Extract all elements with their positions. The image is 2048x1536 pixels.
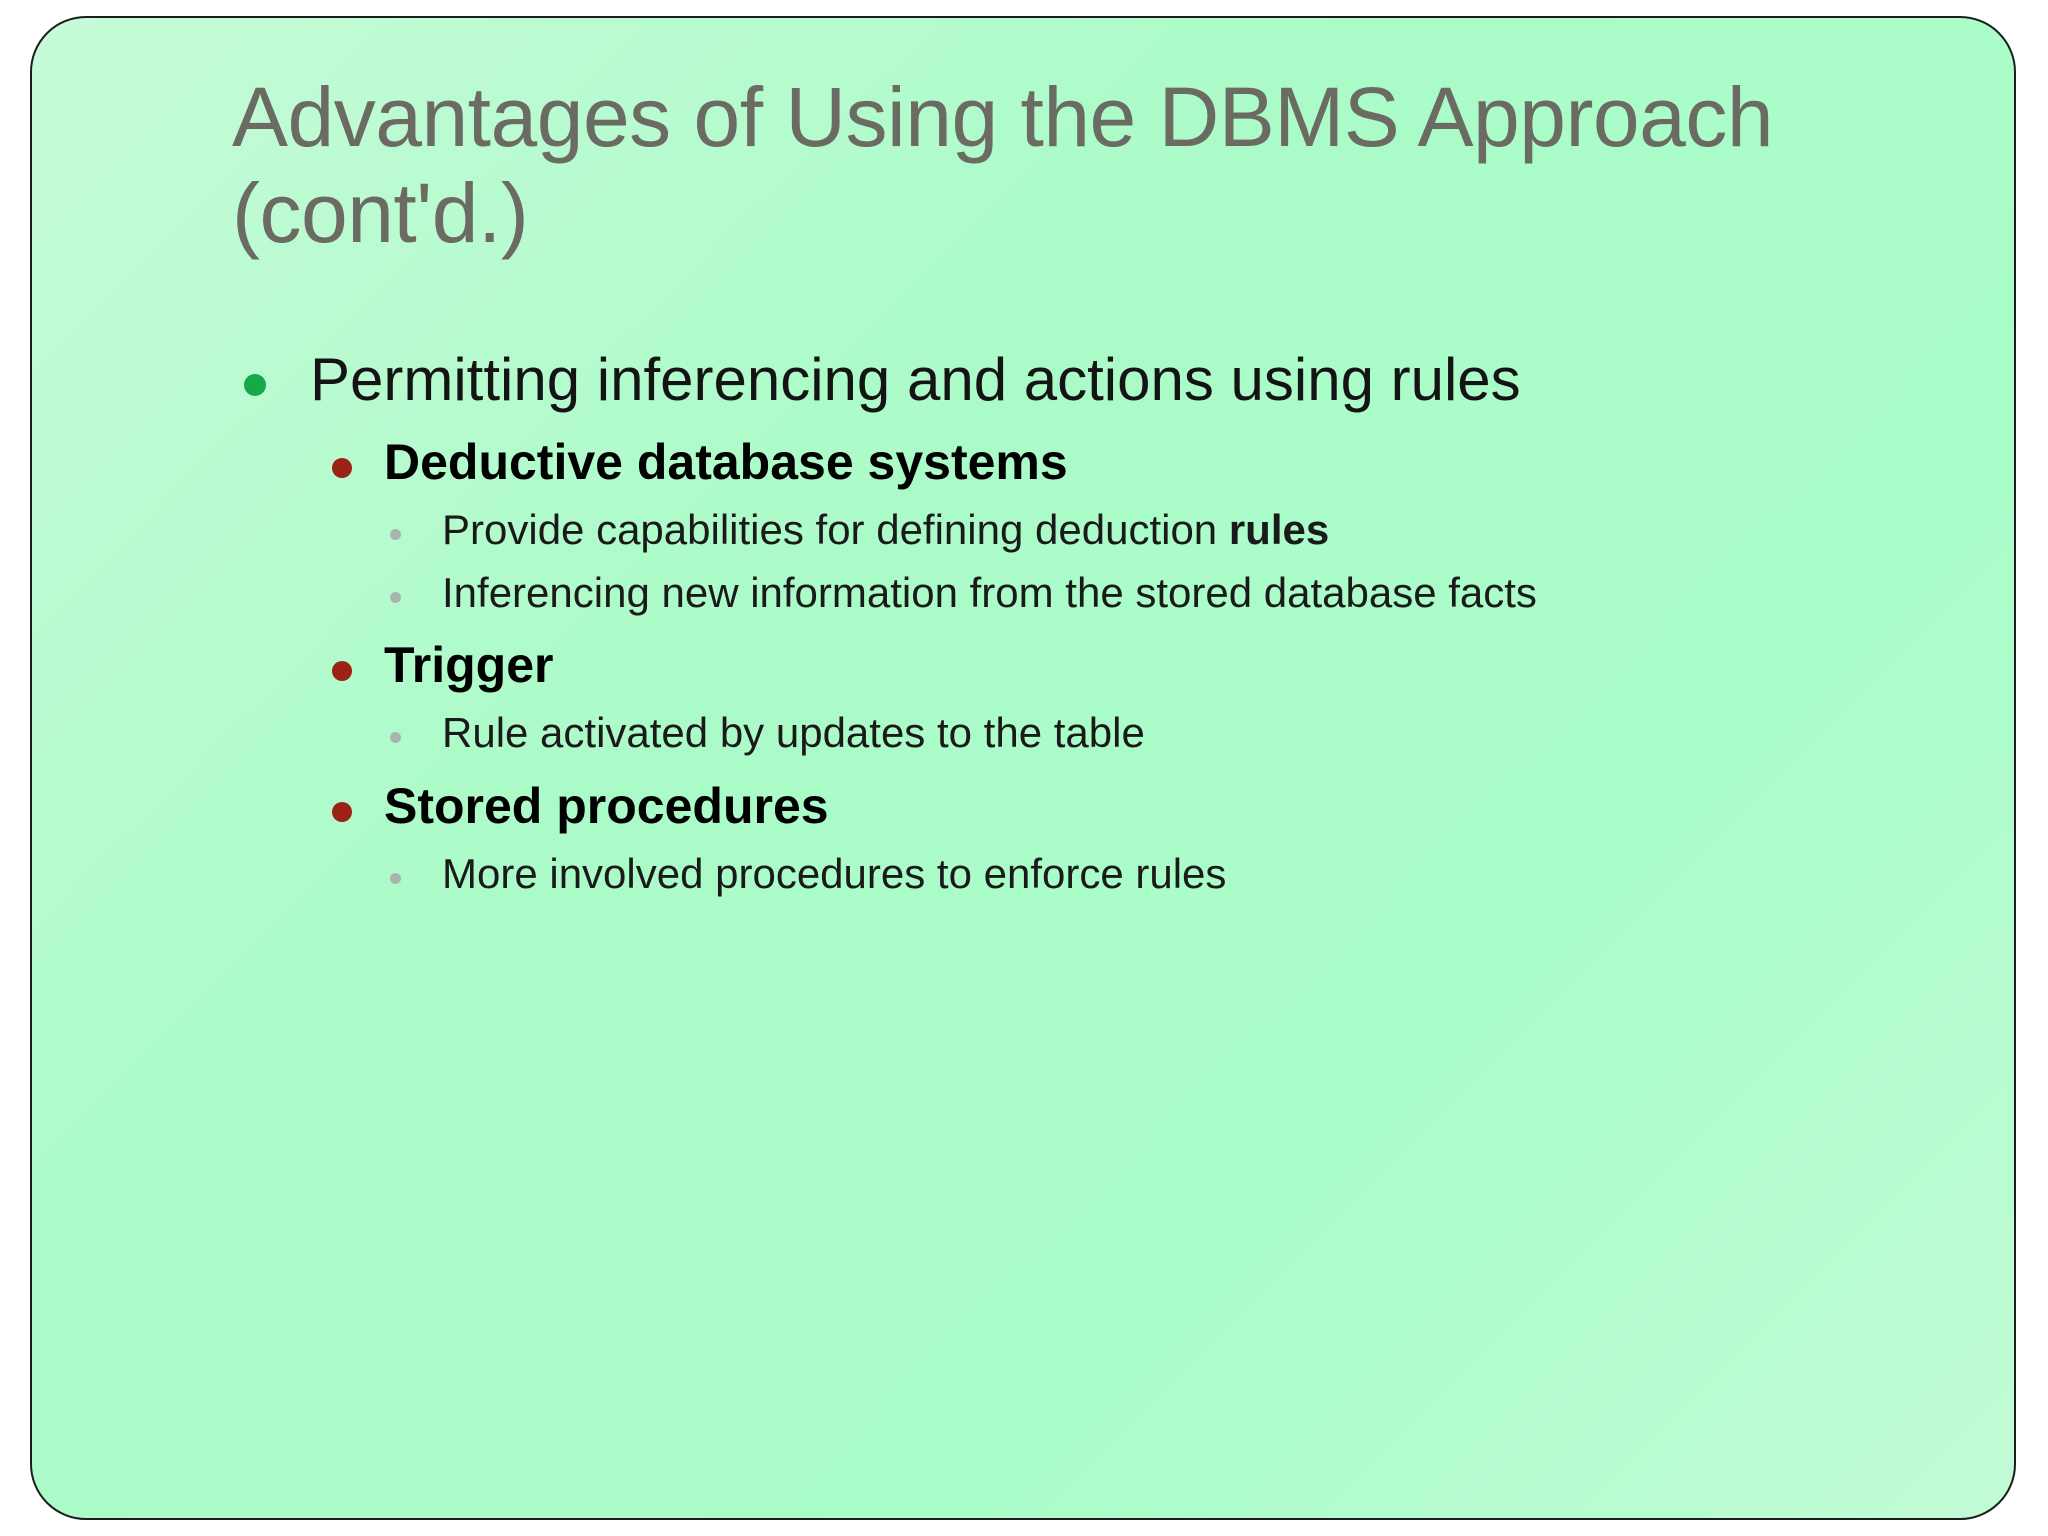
bullet-level2-label: Trigger [384, 637, 554, 694]
bullet-level2-stored-procedures: Stored procedures [232, 777, 1972, 834]
bullet-level1-permitting-inferencing: Permitting inferencing and actions using… [232, 348, 1972, 412]
bullet-dot-gray-icon [390, 732, 401, 744]
bullet-level3-label: More involved procedures to enforce rule… [442, 849, 1227, 897]
page-title: Advantages of Using the DBMS Approach (c… [232, 70, 1872, 262]
bullet-level3-label-prefix: Provide capabilities for defining deduct… [442, 505, 1229, 553]
bullet-level2-label: Deductive database systems [384, 433, 1068, 490]
bullet-level3-inferencing-new-information: Inferencing new information from the sto… [232, 570, 1972, 615]
slide-body: Permitting inferencing and actions using… [232, 348, 1972, 900]
bullet-level1-label: Permitting inferencing and actions using… [310, 346, 1521, 413]
bullet-dot-red-icon [332, 457, 352, 478]
slide-title-text: Advantages of Using the DBMS Approach (c… [232, 70, 1774, 260]
bullet-level2-label: Stored procedures [384, 777, 829, 834]
slide-frame: Advantages of Using the DBMS Approach (c… [30, 16, 2016, 1520]
bullet-level2-trigger: Trigger [232, 639, 1972, 692]
bullet-level2-deductive-database-systems: Deductive database systems [232, 433, 1972, 490]
bullet-dot-gray-icon [390, 872, 401, 884]
bullet-dot-gray-icon [390, 591, 401, 603]
bullet-dot-gray-icon [390, 528, 401, 540]
bullet-level3-provide-capabilities: Provide capabilities for defining deduct… [232, 505, 1972, 553]
bullet-dot-green-icon [244, 374, 266, 396]
bullet-dot-red-icon [332, 661, 352, 682]
bullet-level3-rule-activated: Rule activated by updates to the table [232, 710, 1972, 755]
bullet-level3-more-involved-procedures: More involved procedures to enforce rule… [232, 849, 1972, 897]
bullet-dot-red-icon [332, 801, 352, 822]
bullet-level3-label-emphasis: rules [1228, 505, 1330, 553]
bullet-level3-label: Rule activated by updates to the table [442, 709, 1145, 757]
bullet-level3-label: Inferencing new information from the sto… [442, 568, 1537, 616]
